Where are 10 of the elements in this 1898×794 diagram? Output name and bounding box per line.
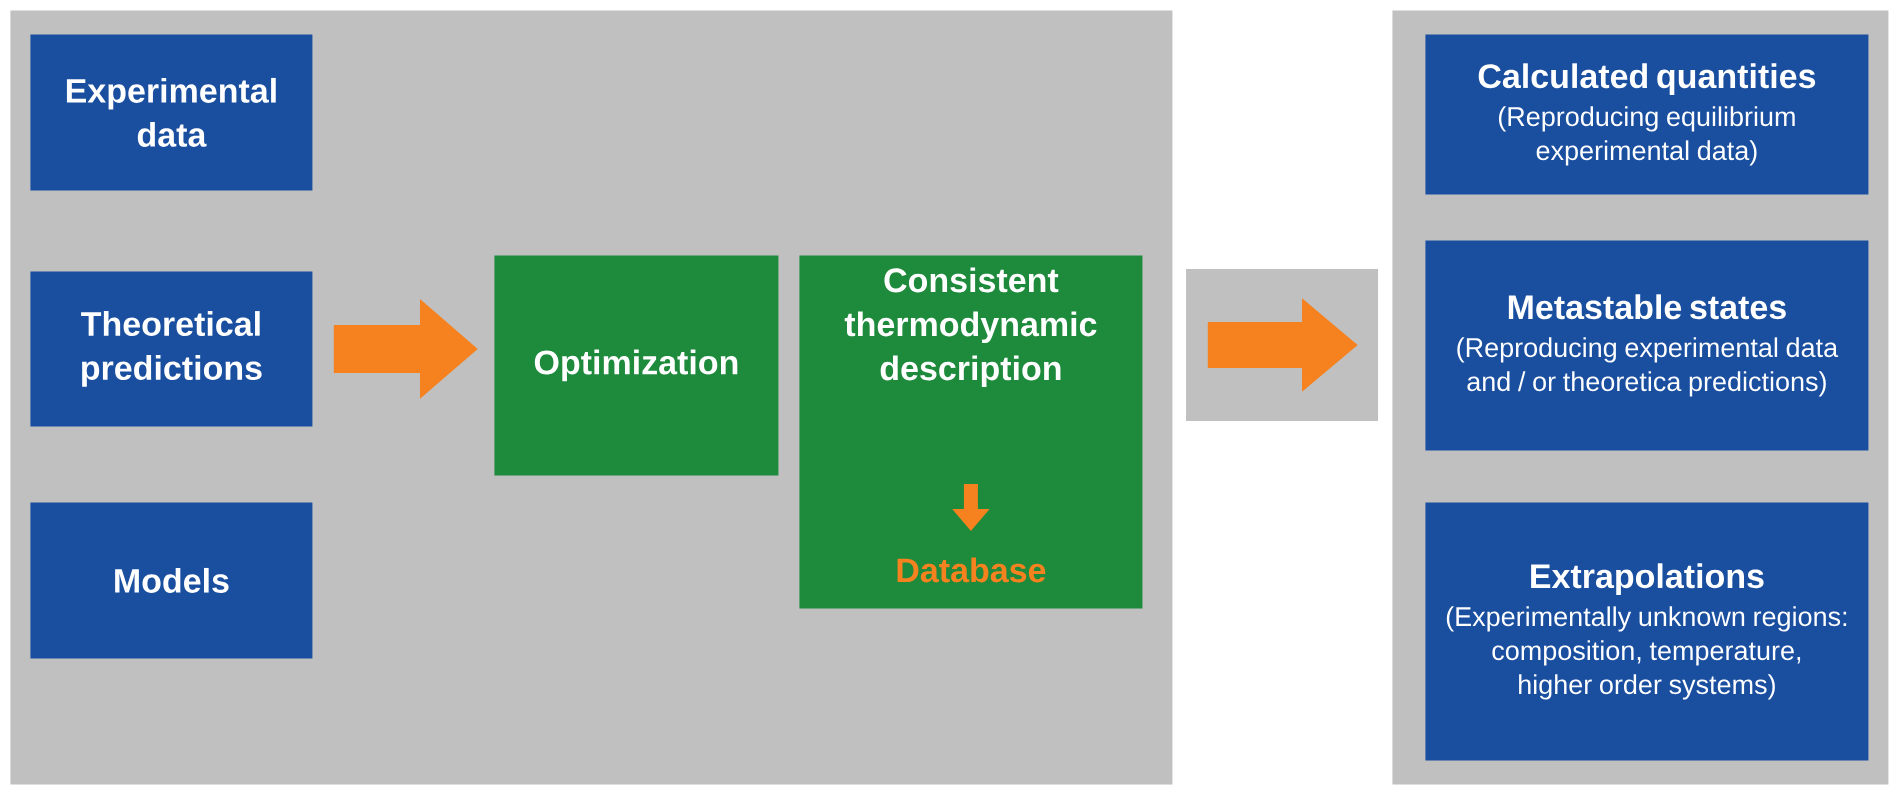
process-box: Optimization (494, 255, 779, 476)
text-box: Models (30, 502, 313, 659)
node-label: Database (897, 557, 1046, 583)
text-box: Experimental data (30, 34, 313, 191)
text-box: Metastable states (Reproducing experimental data and / or theoretica predictions) (1425, 240, 1869, 451)
text-box: Extrapolations (Experimentally unknown regions: composition, temperature, higher order systems) (1425, 502, 1869, 761)
node-label: Consistent thermodynamic description (844, 267, 1097, 388)
text-box: Theoretical predictions (30, 271, 313, 427)
process-box: Consistent thermodynamic description Database (799, 255, 1143, 609)
text-box: Calculated quantities (Reproducing equilibrium experimental data) (1425, 34, 1869, 195)
